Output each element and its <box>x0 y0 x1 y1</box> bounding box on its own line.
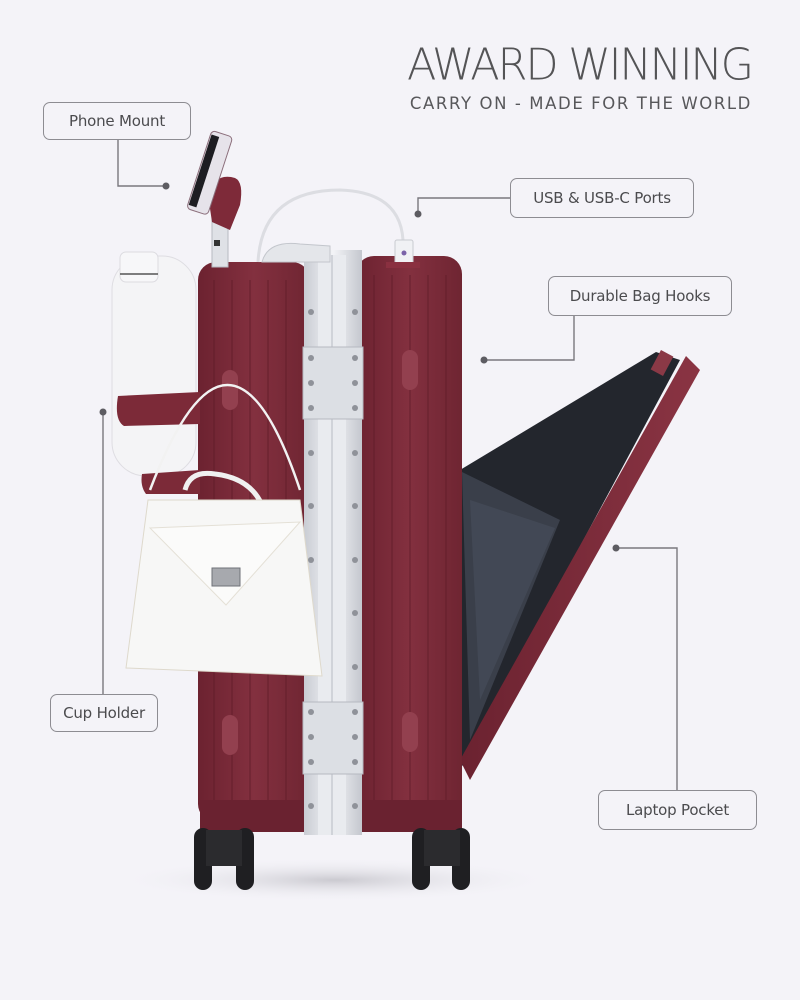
laptop-pocket-lid <box>460 350 700 780</box>
callout-phone-mount-label: Phone Mount <box>68 112 166 130</box>
phone <box>187 130 233 215</box>
aluminum-frame <box>302 250 364 835</box>
headline-subtitle: CARRY ON - MADE FOR THE WORLD <box>409 94 752 113</box>
headline-title: AWARD WINNING <box>406 39 754 91</box>
callout-laptop-pocket: Laptop Pocket <box>598 790 757 830</box>
cup-holder <box>111 251 200 494</box>
laptop-pocket-leader <box>616 547 678 790</box>
callout-usb-ports-label: USB & USB-C Ports <box>533 189 671 207</box>
usb-ports-leader <box>417 197 510 214</box>
phone-mount-leader <box>117 140 166 187</box>
wheels <box>194 828 470 890</box>
callout-cup-holder: Cup Holder <box>50 694 158 732</box>
white-handbag <box>125 384 323 677</box>
headline: AWARD WINNING CARRY ON - MADE FOR THE WO… <box>406 39 754 114</box>
callout-phone-mount: Phone Mount <box>43 102 191 140</box>
callout-bag-hooks: Durable Bag Hooks <box>548 276 732 316</box>
floor-shadow <box>115 858 555 902</box>
callout-cup-holder-label: Cup Holder <box>63 704 145 722</box>
water-bottle <box>111 255 197 477</box>
callout-bag-hooks-label: Durable Bag Hooks <box>569 287 711 305</box>
callout-usb-ports: USB & USB-C Ports <box>510 178 694 218</box>
top-handle <box>256 188 420 268</box>
bag-hooks-leader <box>484 316 575 361</box>
leader-lines <box>99 140 678 790</box>
phone-mount <box>187 130 242 268</box>
suitcase-shell-front <box>356 256 462 832</box>
callout-laptop-pocket-label: Laptop Pocket <box>625 801 729 819</box>
usb-cable <box>256 188 405 263</box>
